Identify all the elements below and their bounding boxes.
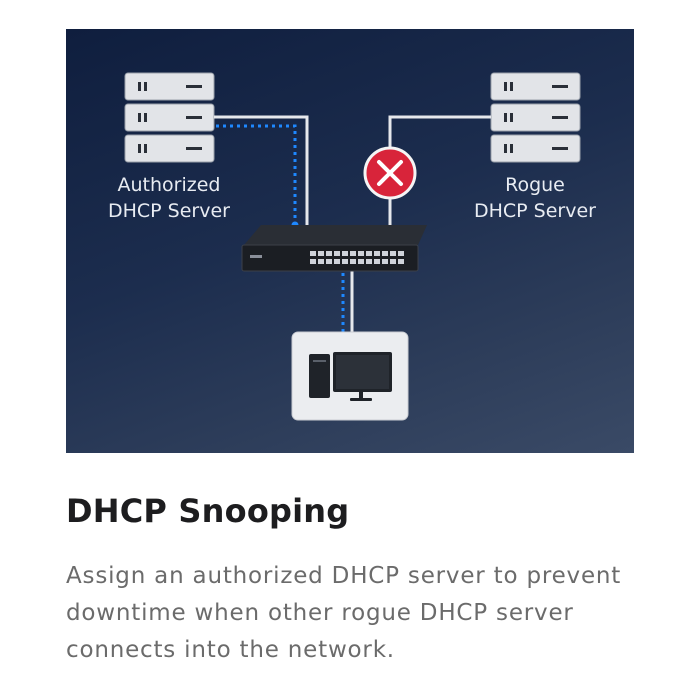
- dhcp-dotted-path: [216, 124, 345, 334]
- network-diagram-svg: [124, 72, 581, 421]
- authorized-label-line2: DHCP Server: [108, 200, 230, 222]
- client-computer-icon: [291, 331, 409, 421]
- dhcp-snooping-diagram: Authorized DHCP Server Rogue DHCP Server: [66, 29, 634, 453]
- rogue-label-line1: Rogue: [505, 174, 565, 196]
- authorized-server-label: Authorized DHCP Server: [84, 172, 254, 224]
- authorized-server-icon: [124, 72, 215, 163]
- network-switch-icon: [241, 225, 427, 272]
- feature-description: Assign an authorized DHCP server to prev…: [66, 563, 622, 663]
- blocked-x-icon: [363, 146, 417, 200]
- authorized-link: [214, 115, 309, 225]
- rogue-label-line2: DHCP Server: [474, 200, 596, 222]
- feature-title: DHCP Snooping: [66, 492, 350, 530]
- rogue-server-label: Rogue DHCP Server: [450, 172, 620, 224]
- authorized-label-line1: Authorized: [117, 174, 221, 196]
- rogue-server-icon: [490, 72, 581, 163]
